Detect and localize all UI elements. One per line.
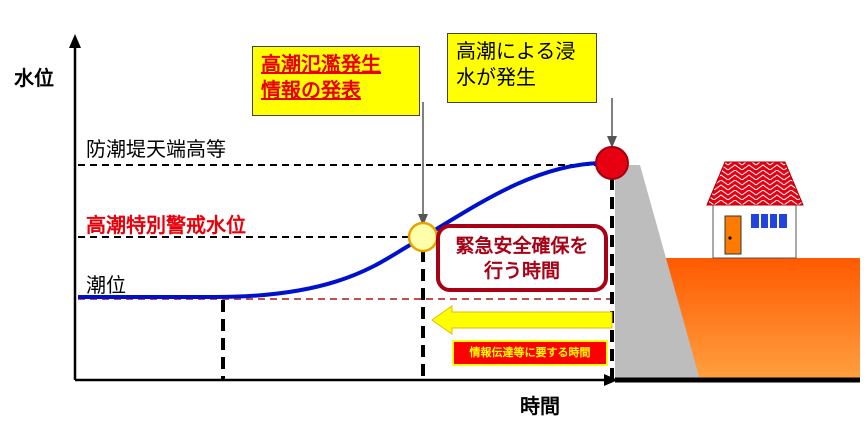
announcement-callout: 高潮氾濫発生 情報の発表	[252, 46, 420, 116]
safety-time-line-1: 緊急安全確保を	[455, 235, 589, 257]
flooding-callout: 高潮による浸 水が発生	[447, 33, 597, 103]
y-axis-arrow	[69, 34, 81, 48]
seawall	[615, 165, 700, 380]
announcement-line-2: 情報の発表	[261, 78, 361, 102]
flood-point	[595, 146, 629, 180]
info-time-box: 情報伝達等に要する時間	[452, 340, 608, 366]
x-axis-label: 時間	[520, 394, 560, 418]
announcement-line-1: 高潮氾濫発生	[261, 52, 381, 76]
warning-level-label: 高潮特別警戒水位	[86, 213, 246, 237]
house-icon	[706, 161, 804, 259]
flooding-line-1: 高潮による浸	[456, 39, 576, 63]
tide-level-label: 潮位	[86, 273, 126, 297]
water-level-curve	[78, 161, 601, 299]
safety-time-box: 緊急安全確保を 行う時間	[436, 224, 608, 292]
embankment-level-label: 防潮堤天端高等	[86, 137, 226, 161]
warning-point	[407, 221, 439, 253]
flooding-line-2: 水が発生	[456, 65, 536, 89]
safety-time-line-2: 行う時間	[483, 260, 560, 282]
y-axis-label: 水位	[14, 66, 54, 90]
info-time-arrow	[431, 305, 613, 335]
